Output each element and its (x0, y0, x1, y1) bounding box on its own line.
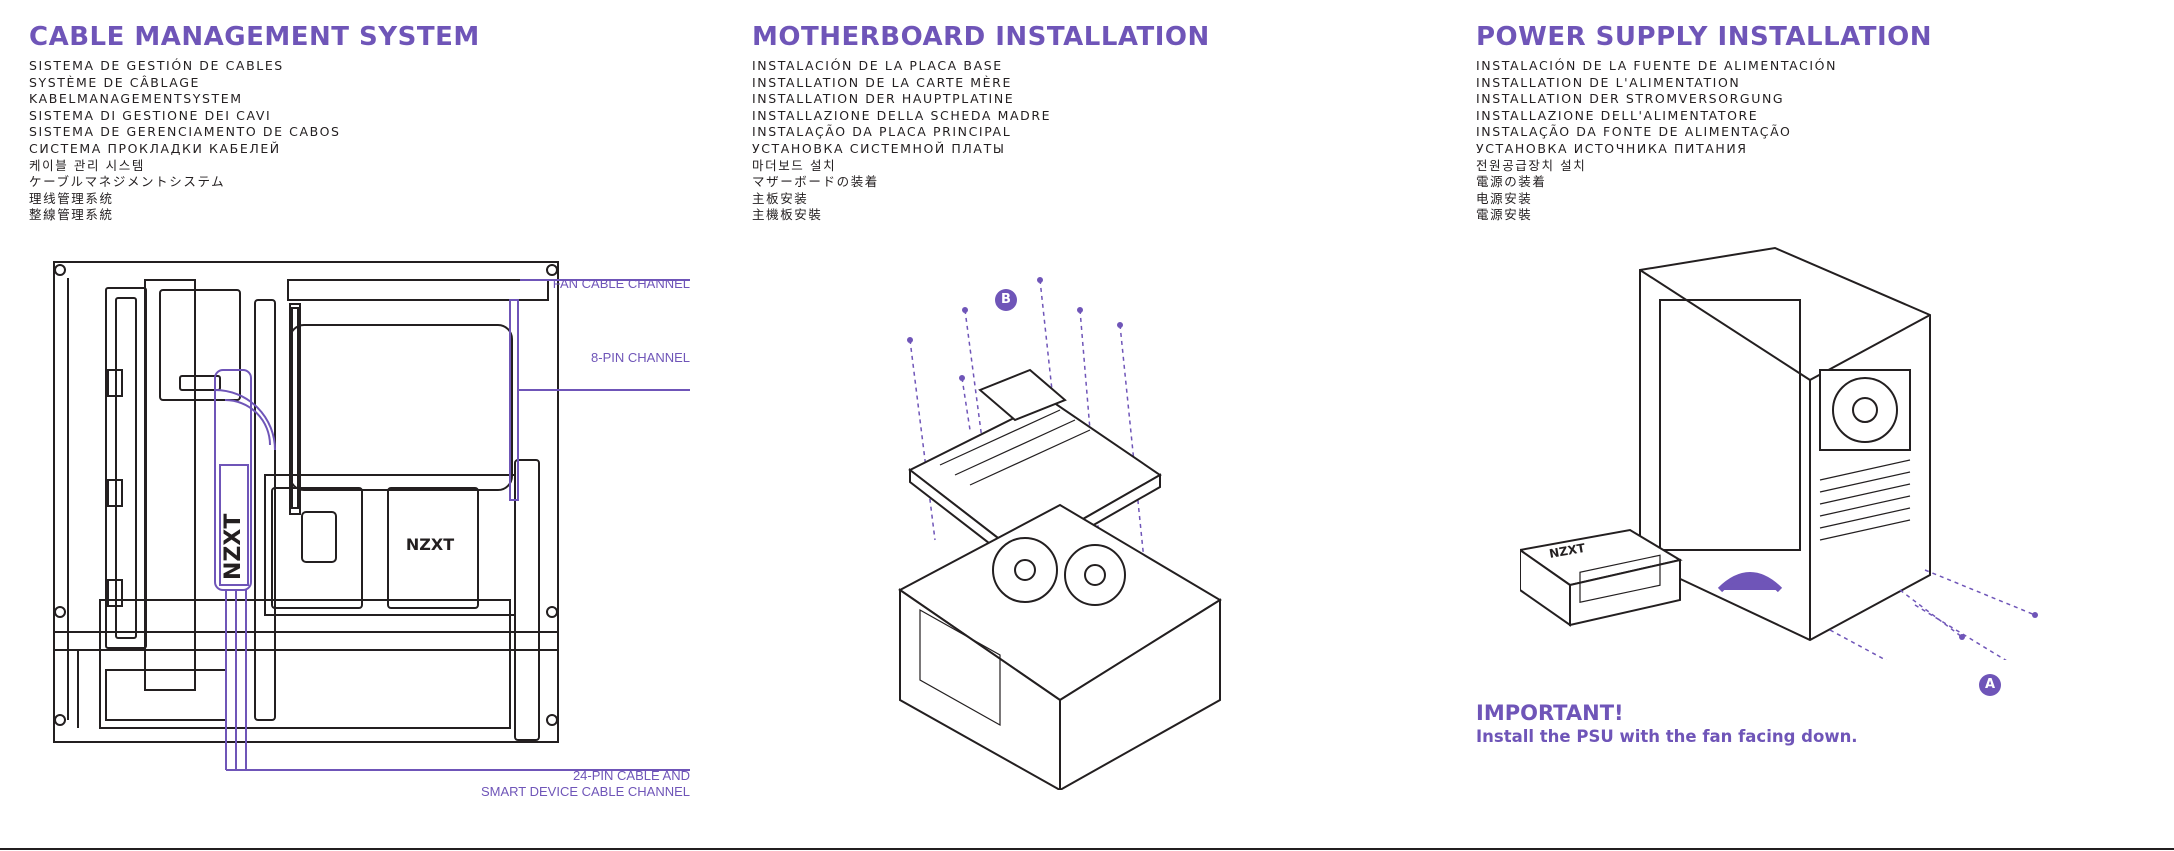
eight-pin-channel-callout: 8-PIN CHANNEL (591, 350, 690, 365)
translation-line: 主板安装 (752, 190, 809, 206)
twentyfour-pin-callout-line1: 24-PIN CABLE AND (572, 768, 690, 783)
section-title: CABLE MANAGEMENT SYSTEM (29, 22, 480, 52)
translation-line: 마더보드 설치 (752, 157, 837, 173)
translation-line: 전원공급장치 설치 (1476, 157, 1587, 173)
translation-line: INSTALAÇÃO DA PLACA PRINCIPAL (752, 124, 1012, 140)
translation-line: INSTALLAZIONE DELLA SCHEDA MADRE (752, 107, 1052, 123)
section-power-supply: POWER SUPPLY INSTALLATION INSTALACIÓN DE… (1476, 22, 2174, 224)
psu-cover-logo: NZXT (406, 535, 454, 554)
translation-line: KABELMANAGEMENTSYSTEM (29, 91, 243, 107)
translation-line: СИСТЕМА ПРОКЛАДКИ КАБЕЛЕЙ (29, 140, 281, 156)
translation-line: INSTALLAZIONE DELL'ALIMENTATORE (1476, 107, 1759, 123)
section-motherboard: MOTHERBOARD INSTALLATION INSTALACIÓN DE … (752, 22, 1452, 224)
fan-cable-channel-callout: FAN CABLE CHANNEL (552, 276, 690, 291)
translation-line: 理线管理系统 (29, 190, 114, 206)
section-cable-management: CABLE MANAGEMENT SYSTEM SISTEMA DE GESTI… (29, 22, 729, 224)
translation-line: 케이블 관리 시스템 (29, 157, 145, 173)
translation-line: INSTALLATION DE L'ALIMENTATION (1476, 74, 1741, 90)
translation-line: 电源安装 (1476, 190, 1533, 206)
translation-line: INSTALAÇÃO DA FONTE DE ALIMENTAÇÃO (1476, 124, 1792, 140)
translation-list: INSTALACIÓN DE LA FUENTE DE ALIMENTACIÓN… (1476, 58, 2174, 224)
section-title: POWER SUPPLY INSTALLATION (1476, 22, 1933, 52)
important-heading: IMPORTANT! (1476, 701, 1624, 725)
translation-line: 電源安裝 (1476, 207, 1533, 223)
translation-line: SISTEMA DE GERENCIAMENTO DE CABOS (29, 124, 341, 140)
translation-line: SYSTÈME DE CÂBLAGE (29, 74, 201, 90)
section-title: MOTHERBOARD INSTALLATION (752, 22, 1210, 52)
translation-list: INSTALACIÓN DE LA PLACA BASE INSTALLATIO… (752, 58, 1452, 224)
translation-line: INSTALLATION DER HAUPTPLATINE (752, 91, 1015, 107)
translation-line: マザーボードの装着 (752, 174, 879, 190)
translation-line: INSTALLATION DE LA CARTE MÈRE (752, 74, 1012, 90)
translation-line: УСТАНОВКА ИСТОЧНИКА ПИТАНИЯ (1476, 140, 1748, 156)
translation-line: INSTALACIÓN DE LA FUENTE DE ALIMENTACIÓN (1476, 58, 1838, 73)
badge-a: A (1979, 674, 2001, 696)
twentyfour-pin-callout-line2: SMART DEVICE CABLE CHANNEL (480, 784, 690, 799)
psu-logo: NZXT (1548, 541, 1587, 561)
translation-line: SISTEMA DI GESTIONE DEI CAVI (29, 107, 272, 123)
case-logo: NZXT (221, 514, 246, 580)
translation-list: SISTEMA DE GESTIÓN DE CABLES SYSTÈME DE … (29, 58, 729, 224)
translation-line: 整線管理系統 (29, 207, 114, 223)
cable-management-illustration: NZXT NZXT (53, 261, 690, 771)
translation-line: ケーブルマネジメントシステム (29, 174, 226, 190)
translation-line: 主機板安裝 (752, 207, 823, 223)
power-supply-illustration: NZXT (1520, 246, 2038, 660)
translation-line: INSTALLATION DER STROMVERSORGUNG (1476, 91, 1785, 107)
translation-line: 電源の装着 (1476, 174, 1547, 190)
translation-line: SISTEMA DE GESTIÓN DE CABLES (29, 58, 284, 73)
bottom-rule (0, 848, 2174, 850)
translation-line: INSTALACIÓN DE LA PLACA BASE (752, 58, 1003, 73)
badge-b: B (995, 289, 1017, 311)
translation-line: УСТАНОВКА СИСТЕМНОЙ ПЛАТЫ (752, 140, 1006, 156)
motherboard-illustration (898, 277, 1222, 790)
important-note: Install the PSU with the fan facing down… (1476, 727, 1858, 746)
